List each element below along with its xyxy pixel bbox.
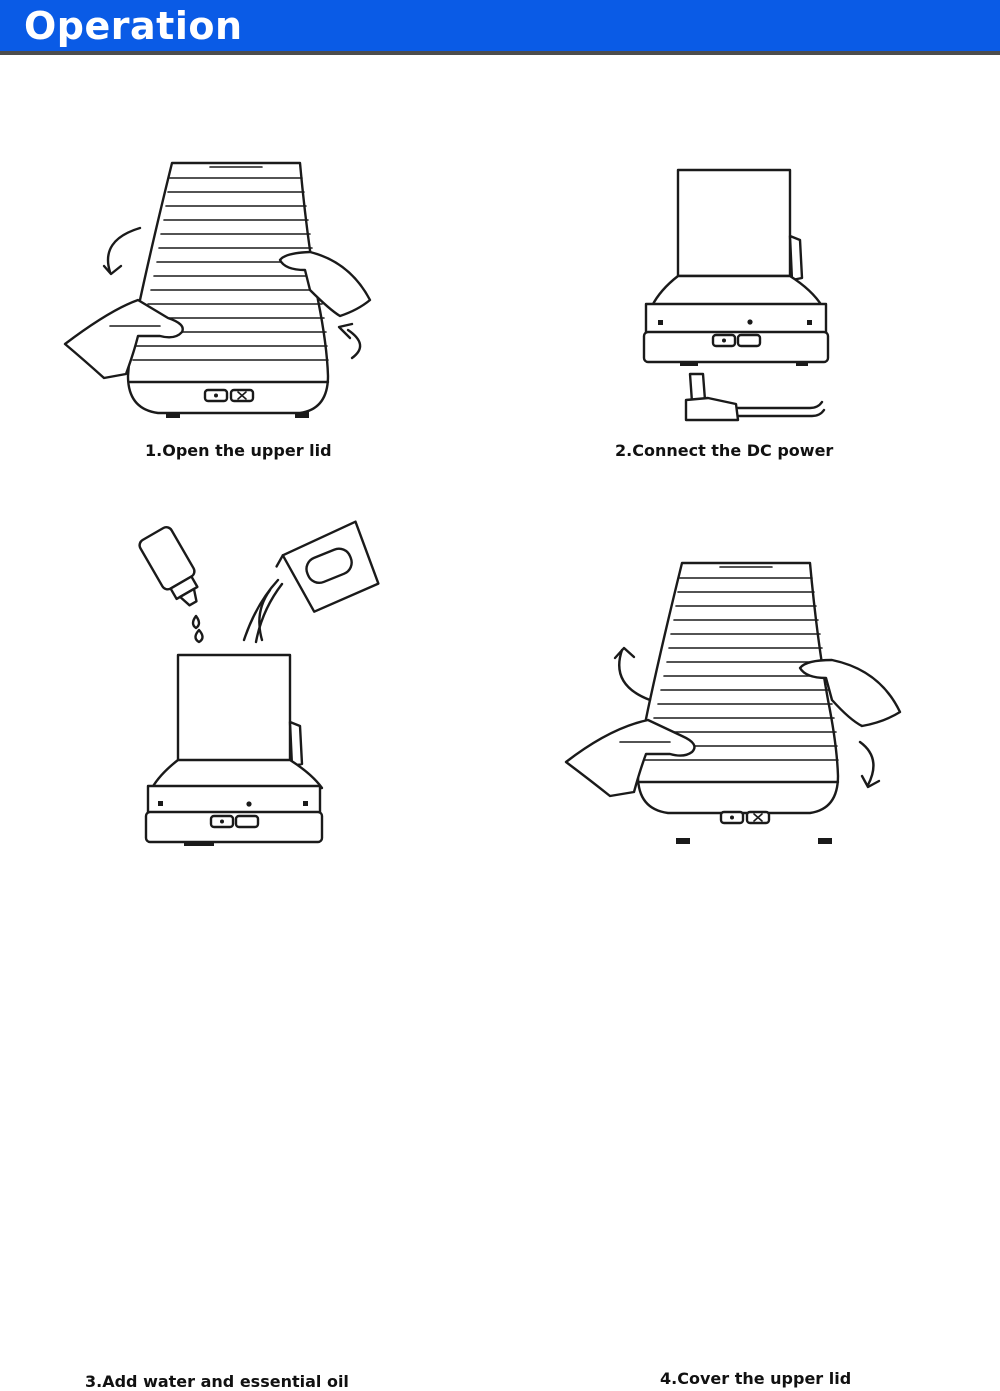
diffuser-fill-water-oil-icon (138, 520, 380, 846)
step-1-panel: 1.Open the upper lid (0, 0, 500, 500)
step-2-panel: 2.Connect the DC power (500, 0, 1000, 500)
diffuser-lid-open-icon (63, 161, 372, 418)
step-2-caption: 2.Connect the DC power (615, 441, 834, 460)
diffuser-power-plug-icon (642, 168, 830, 422)
step-4-panel: 4.Cover the upper lid (500, 500, 1000, 1388)
step-1-caption: 1.Open the upper lid (145, 441, 332, 460)
step-3-caption: 3.Add water and essential oil (85, 1372, 349, 1391)
header-bar: Operation (0, 0, 1000, 55)
step-4-caption: 4.Cover the upper lid (660, 1369, 852, 1388)
diffuser-lid-close-icon (564, 561, 902, 844)
step-3-panel: 3.Add water and essential oil (0, 500, 500, 1391)
page-title: Operation (24, 4, 243, 48)
